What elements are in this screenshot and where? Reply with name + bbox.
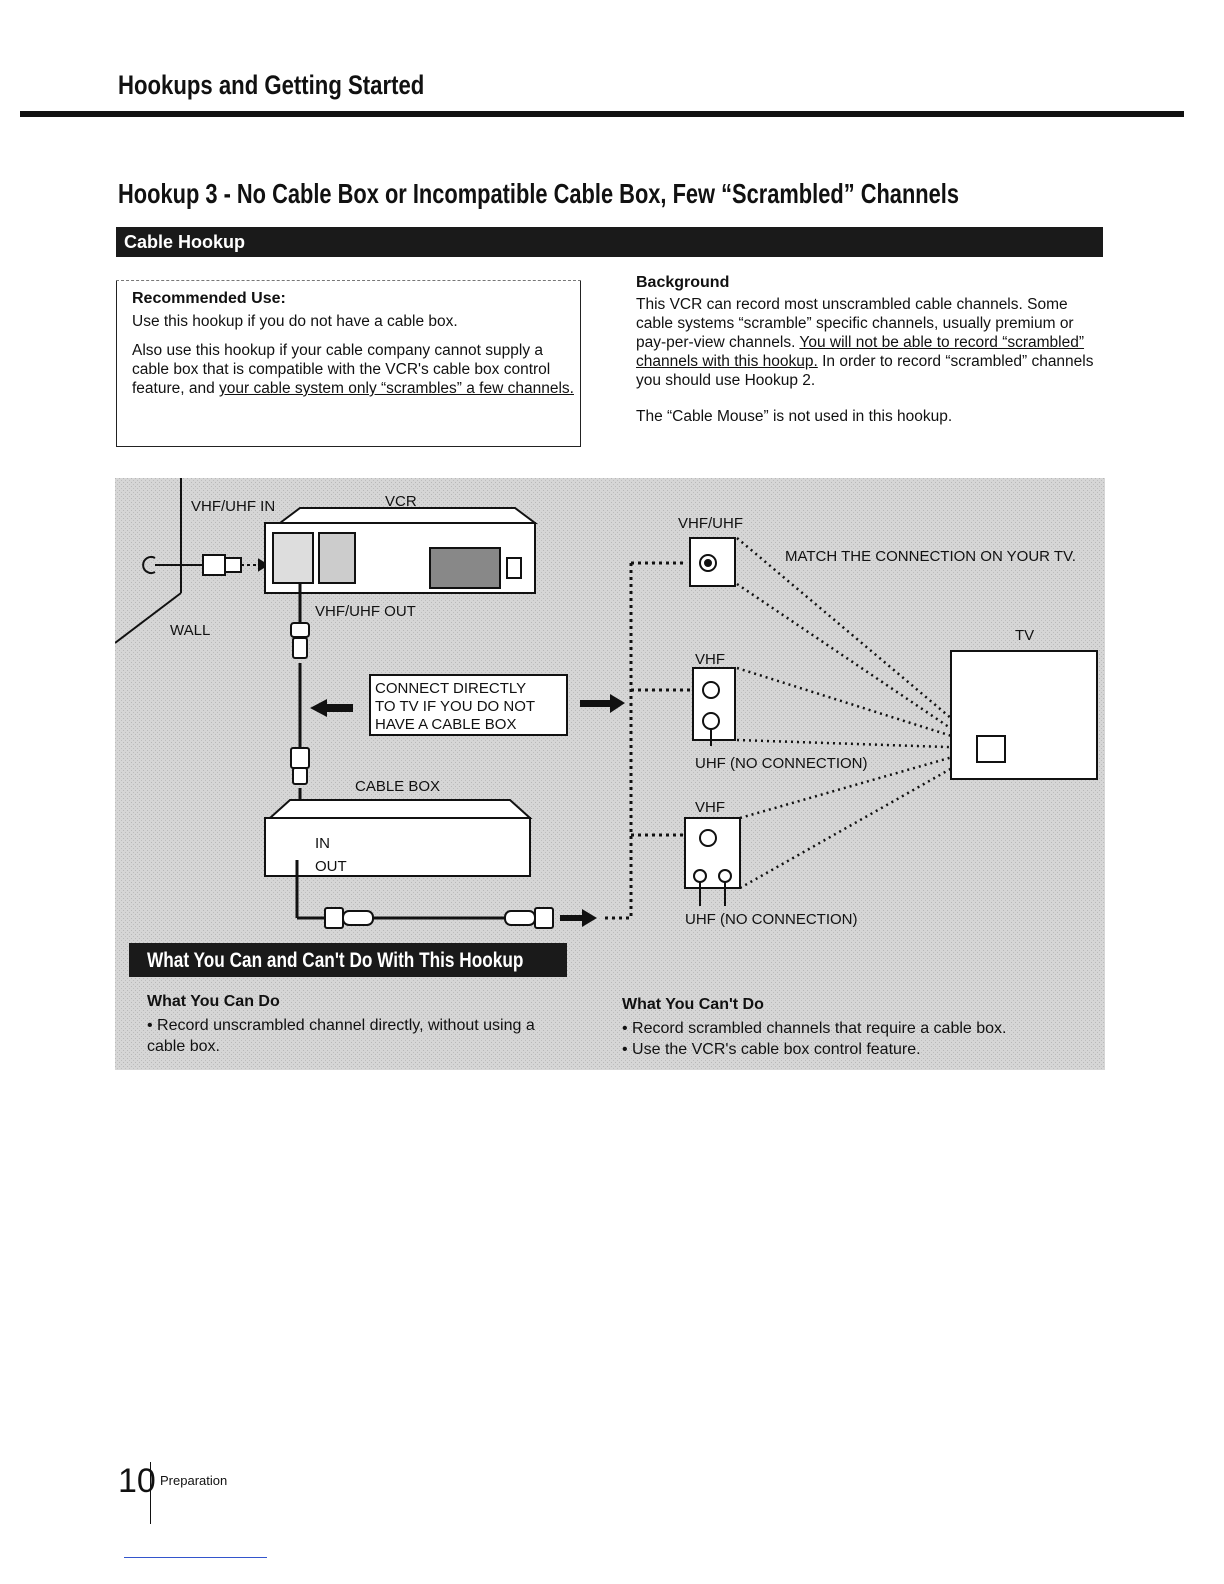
- label-vhf-1: VHF: [695, 651, 725, 668]
- header-rule: [20, 111, 1184, 117]
- label-connect-line1: CONNECT DIRECTLY: [375, 680, 526, 697]
- label-wall: WALL: [170, 622, 210, 639]
- cable-hookup-bar: [116, 227, 1103, 257]
- cable-hookup-label: Cable Hookup: [124, 232, 246, 252]
- vhf-terminal-icon: [692, 667, 736, 746]
- label-uhf-no-connection-1: UHF (NO CONNECTION): [695, 755, 868, 772]
- section-title: Hookups and Getting Started: [118, 70, 425, 100]
- vhf-uhf-split-terminal-icon: [684, 817, 741, 906]
- label-vhf-uhf: VHF/UHF: [678, 515, 743, 532]
- wall-graphic: [115, 478, 182, 644]
- what-you-cant-do-heading: What You Can't Do: [622, 996, 764, 1013]
- bottom-right-arrow-icon: [560, 909, 597, 927]
- background-heading: Background: [636, 274, 730, 291]
- bottom-link-line: [124, 1557, 267, 1558]
- bg-p1-text: This VCR can record most unscrambled cab…: [636, 296, 1074, 351]
- background-paragraph-1: This VCR can record most unscrambled cab…: [636, 295, 1096, 390]
- label-in: IN: [315, 835, 330, 852]
- label-vhf-uhf-in: VHF/UHF IN: [191, 498, 275, 515]
- label-vhf-2: VHF: [695, 799, 725, 816]
- hookup-title: Hookup 3 - No Cable Box or Incompatible …: [118, 178, 959, 209]
- tv-connection-rays: [736, 537, 978, 890]
- right-arrow-icon: [580, 694, 625, 713]
- recommended-use-paragraph-1: Use this hookup if you do not have a cab…: [132, 313, 458, 330]
- what-you-can-do-item: • Record unscrambled channel directly, w…: [147, 1017, 535, 1055]
- tv-graphic: [950, 650, 1098, 780]
- page-number: 10: [118, 1462, 156, 1500]
- bg-p1-tail: In order to record “scrambled” channels …: [636, 353, 1094, 389]
- label-connect-line3: HAVE A CABLE BOX: [375, 716, 516, 733]
- cable-box-graphic: [264, 799, 533, 877]
- label-cable-box: CABLE BOX: [355, 778, 440, 795]
- label-vhf-uhf-out: VHF/UHF OUT: [315, 603, 416, 620]
- dotted-connection-lines: [605, 561, 695, 920]
- can-cant-do-label: What You Can and Can't Do With This Hook…: [147, 949, 524, 972]
- label-connect-line2: TO TV IF YOU DO NOT: [375, 698, 535, 715]
- footer-section-name: Preparation: [160, 1473, 228, 1488]
- rec-p2-text: Also use this hookup if your cable compa…: [132, 342, 551, 397]
- cant-do-item: • Use the VCR's cable box control featur…: [622, 1041, 921, 1058]
- wall-outlet-connector-icon: [142, 554, 269, 576]
- hookup-diagram: VHF/UHF IN VCR WALL VHF/UHF OUT CONNECT …: [115, 478, 1105, 1070]
- label-out: OUT: [315, 858, 347, 875]
- label-match-connection: MATCH THE CONNECTION ON YOUR TV.: [785, 548, 1076, 565]
- what-you-cant-do-list: • Record scrambled channels that require…: [622, 1018, 1006, 1060]
- loop-plug-icon: [324, 907, 554, 929]
- vcr-graphic: [264, 507, 538, 594]
- cable-loop: [295, 860, 505, 920]
- what-you-can-do-heading: What You Can Do: [147, 993, 280, 1010]
- recommended-box-top-edge: [116, 280, 581, 282]
- tv-jack-icon: [976, 735, 1006, 763]
- coax-plug-icon: [290, 622, 310, 785]
- bg-p1-underlined: You will not be able to record “scramble…: [636, 334, 1085, 370]
- left-arrow-icon: [310, 699, 353, 717]
- recommended-use-heading: Recommended Use:: [132, 290, 286, 307]
- vhf-uhf-terminal-icon: [689, 537, 736, 587]
- cant-do-item: • Record scrambled channels that require…: [622, 1020, 1007, 1037]
- recommended-use-paragraph-2: Also use this hookup if your cable compa…: [132, 341, 577, 398]
- rec-p2-underlined: your cable system only “scrambles” a few…: [219, 380, 574, 397]
- background-paragraph-2: The “Cable Mouse” is not used in this ho…: [636, 408, 953, 425]
- can-cant-do-bar: [129, 943, 567, 977]
- connect-directly-box: [369, 674, 568, 736]
- page-number-divider: [150, 1462, 151, 1524]
- label-uhf-no-connection-2: UHF (NO CONNECTION): [685, 911, 858, 928]
- label-vcr: VCR: [385, 493, 417, 510]
- recommended-use-box: [116, 280, 581, 447]
- label-tv: TV: [1015, 627, 1034, 644]
